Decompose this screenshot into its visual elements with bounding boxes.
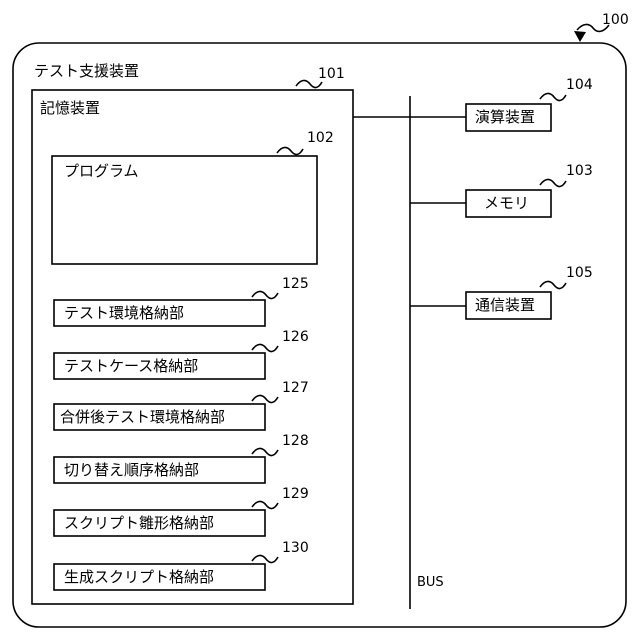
program-label: プログラム <box>64 164 139 179</box>
leader-127 <box>252 395 278 402</box>
storage-unit-label-128: 切り替え順序格納部 <box>64 463 199 478</box>
leader-104 <box>540 93 566 100</box>
storage-unit-label-126: テストケース格納部 <box>64 359 198 374</box>
leader-125 <box>252 291 278 298</box>
storage-title: 記憶装置 <box>40 101 100 116</box>
device-ref: 100 <box>602 13 629 27</box>
component-ref-104: 104 <box>566 78 593 92</box>
leader-102 <box>277 147 303 154</box>
storage-unit-label-129: スクリプト雛形格納部 <box>64 516 214 531</box>
storage-unit-ref-126: 126 <box>282 330 309 344</box>
component-label-105: 通信装置 <box>475 298 535 313</box>
leader-128 <box>252 448 278 455</box>
component-ref-105: 105 <box>566 266 593 280</box>
storage-unit-ref-127: 127 <box>282 381 309 395</box>
storage-unit-label-130: 生成スクリプト格納部 <box>64 570 214 585</box>
leader-130 <box>252 555 278 562</box>
leader-129 <box>252 501 278 508</box>
leader-100-arrowhead <box>574 31 586 42</box>
program-ref: 102 <box>307 131 334 145</box>
storage-ref: 101 <box>318 67 345 81</box>
leader-105 <box>540 281 566 288</box>
leader-103 <box>540 179 566 186</box>
storage-unit-label-127: 合併後テスト環境格納部 <box>60 410 225 425</box>
leader-126 <box>252 344 278 351</box>
storage-unit-ref-125: 125 <box>282 277 309 291</box>
storage-unit-ref-128: 128 <box>282 434 309 448</box>
storage-unit-ref-130: 130 <box>282 541 309 555</box>
bus-label: BUS <box>417 576 444 589</box>
component-label-104: 演算装置 <box>475 110 535 125</box>
component-label-103: メモリ <box>484 196 529 211</box>
storage-unit-ref-129: 129 <box>282 487 309 501</box>
component-ref-103: 103 <box>566 164 593 178</box>
storage-unit-label-125: テスト環境格納部 <box>64 306 184 321</box>
device-title: テスト支援装置 <box>34 64 139 79</box>
